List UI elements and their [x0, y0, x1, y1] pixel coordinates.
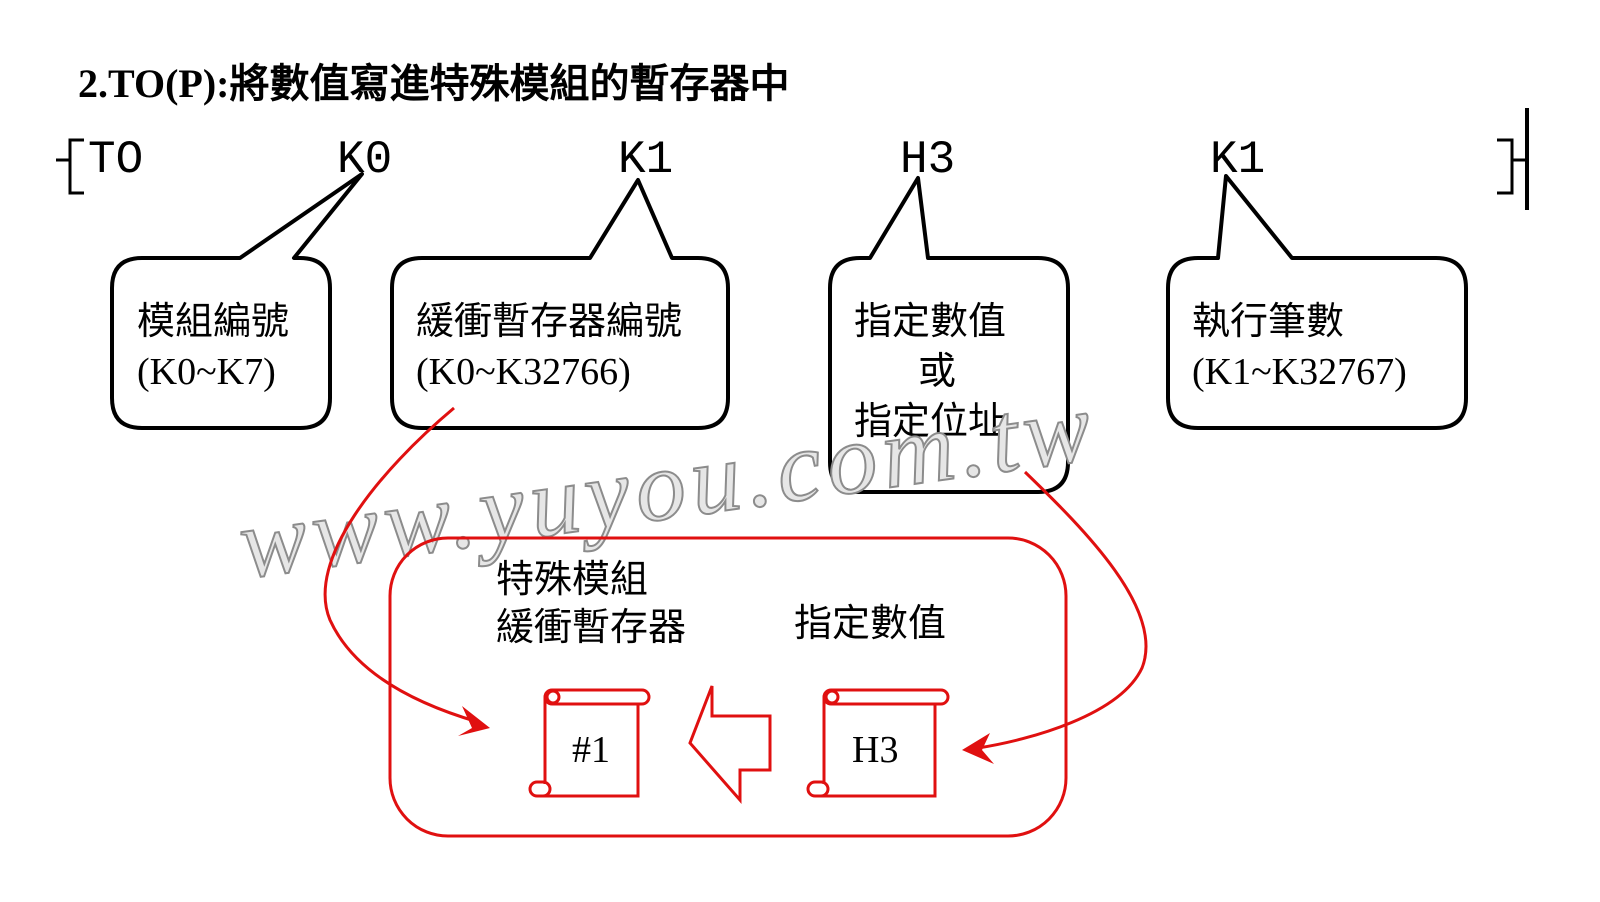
right-bracket	[1497, 138, 1514, 195]
callout-value: 指定數值 或 指定位址	[828, 176, 1070, 494]
callout-value-line1: 指定數值	[854, 299, 1006, 343]
value-scroll-icon: H3	[806, 688, 950, 798]
register-scroll-icon: #1	[528, 688, 651, 798]
operand-value: H3	[900, 134, 955, 186]
module-panel-label-right: 指定數值	[794, 601, 946, 645]
operand-module-number: K0	[337, 134, 392, 186]
red-curve-arrow-to-value	[977, 470, 1148, 750]
value-scroll-label: H3	[852, 729, 898, 771]
transfer-arrow-icon	[688, 685, 772, 804]
operand-buffer-register: K1	[618, 134, 673, 186]
left-bracket	[68, 138, 84, 195]
red-arrowhead-value	[962, 733, 994, 764]
callout-count: 執行筆數 (K1~K32767)	[1166, 174, 1468, 430]
callout-module-number-line1: 模組編號	[137, 299, 289, 343]
module-panel: 特殊模組 緩衝暫存器 指定數值 #1 H3	[388, 536, 1068, 838]
operand-count: K1	[1210, 134, 1265, 186]
callout-buffer-register-line2: (K0~K32766)	[416, 351, 631, 393]
callout-count-line2: (K1~K32767)	[1192, 351, 1407, 393]
page-title: 2.TO(P):將數值寫進特殊模組的暫存器中	[78, 61, 789, 106]
callout-module-number-line2: (K0~K7)	[137, 351, 276, 393]
callout-buffer-register: 緩衝暫存器編號 (K0~K32766)	[390, 178, 730, 430]
module-panel-border	[388, 536, 1068, 838]
module-panel-label-left-2: 緩衝暫存器	[496, 605, 686, 649]
callout-buffer-register-line1: 緩衝暫存器編號	[416, 299, 682, 343]
callout-count-line1: 執行筆數	[1192, 299, 1344, 343]
callout-value-line3: 指定位址	[854, 399, 1006, 443]
instruction-mnemonic: TO	[88, 134, 143, 186]
callout-module-number: 模組編號 (K0~K7)	[110, 172, 364, 430]
red-arrowhead-register	[458, 706, 490, 736]
red-curve-arrow-to-register	[323, 406, 479, 724]
module-panel-label-left-1: 特殊模組	[496, 557, 648, 601]
register-scroll-label: #1	[572, 729, 610, 771]
callout-value-line2: 或	[918, 349, 956, 393]
ladder-instruction: TO K0 K1 H3 K1	[56, 108, 1529, 210]
